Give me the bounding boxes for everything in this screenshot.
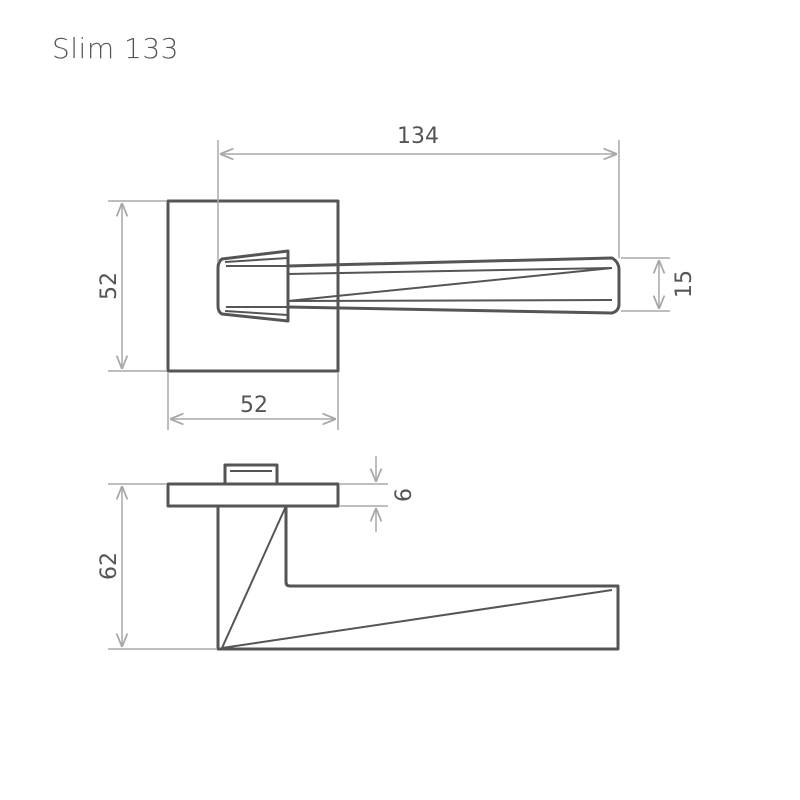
dim-label-15: 15 [672,270,697,298]
dim-label-134: 134 [397,124,439,149]
dim-label-52-vertical: 52 [97,272,122,300]
dimension-rosette-width: 52 [167,373,339,430]
dimension-rosette-height: 52 [97,200,166,372]
dim-label-6: 6 [392,488,417,502]
dim-label-62: 62 [97,552,122,580]
side-view: 6 62 [97,456,620,651]
dimension-rosette-thickness: 6 [340,456,417,532]
dim-label-52-horizontal: 52 [240,393,268,418]
lever-handle-side [216,505,620,651]
lever-handle-top [216,249,621,323]
dimension-lever-width: 15 [621,257,697,312]
rosette-plate [166,199,340,373]
top-view: 134 52 52 15 [97,124,697,430]
product-title: Slim 133 [52,32,179,65]
dimension-total-depth: 62 [97,483,216,650]
rosette-plate-side [166,482,340,508]
dimension-handle-length: 134 [217,124,620,262]
spindle-cap [223,463,279,486]
